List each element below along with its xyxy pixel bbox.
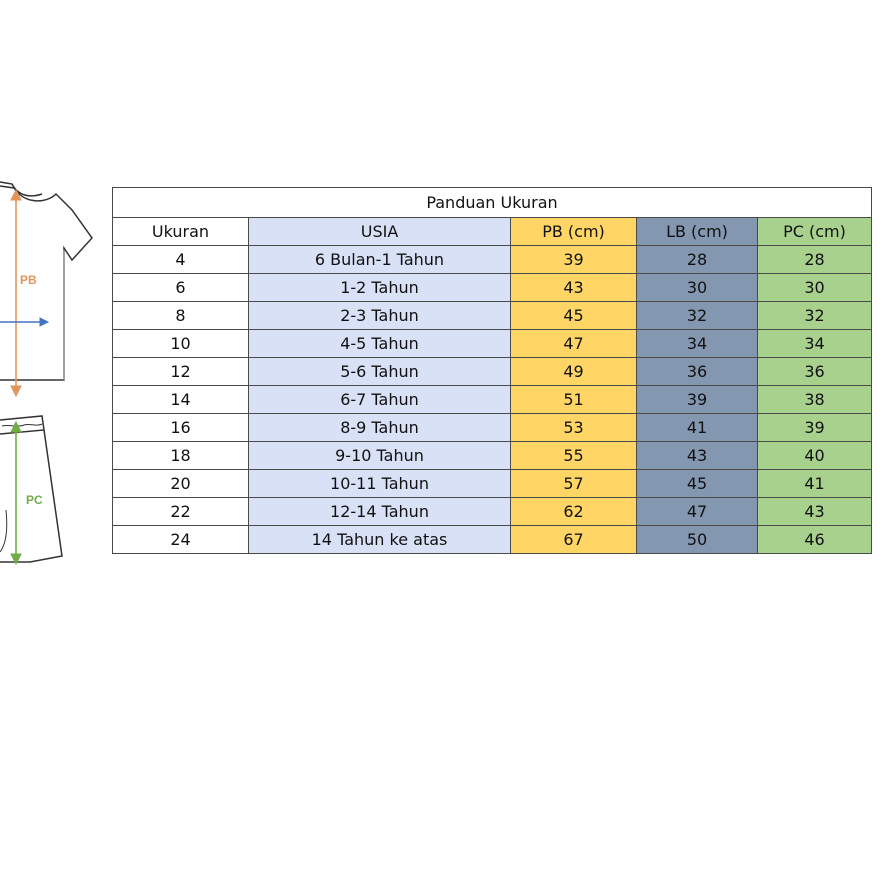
header-row: Ukuran USIA PB (cm) LB (cm) PC (cm) [112,217,872,246]
cell-usia: 2-3 Tahun [248,301,511,330]
header-usia: USIA [248,217,511,246]
cell-pb: 39 [510,245,637,274]
cell-usia: 12-14 Tahun [248,497,511,526]
pc-arrow [10,420,22,566]
cell-lb: 43 [636,441,758,470]
cell-lb: 34 [636,329,758,358]
cell-lb: 30 [636,273,758,302]
cell-lb: 45 [636,469,758,498]
cell-pc: 32 [757,301,872,330]
cell-lb: 41 [636,413,758,442]
size-guide-table: Panduan Ukuran Ukuran USIA PB (cm) LB (c… [112,187,872,554]
cell-pb: 67 [510,525,637,554]
pc-label: PC [26,493,43,507]
cell-pc: 36 [757,357,872,386]
header-pc: PC (cm) [757,217,872,246]
cell-pc: 38 [757,385,872,414]
cell-usia: 14 Tahun ke atas [248,525,511,554]
cell-pb: 57 [510,469,637,498]
cell-ukuran: 16 [112,413,249,442]
cell-pb: 55 [510,441,637,470]
cell-lb: 47 [636,497,758,526]
cell-ukuran: 18 [112,441,249,470]
cell-pb: 62 [510,497,637,526]
cell-pb: 53 [510,413,637,442]
cell-ukuran: 10 [112,329,249,358]
header-pb: PB (cm) [510,217,637,246]
cell-pc: 46 [757,525,872,554]
cell-ukuran: 24 [112,525,249,554]
cell-ukuran: 22 [112,497,249,526]
cell-ukuran: 6 [112,273,249,302]
cell-usia: 8-9 Tahun [248,413,511,442]
cell-usia: 9-10 Tahun [248,441,511,470]
cell-usia: 1-2 Tahun [248,273,511,302]
cell-usia: 10-11 Tahun [248,469,511,498]
pb-label: PB [20,273,37,287]
size-illustration: PB PC [0,181,93,566]
cell-ukuran: 20 [112,469,249,498]
cell-lb: 39 [636,385,758,414]
cell-usia: 6-7 Tahun [248,385,511,414]
cell-usia: 6 Bulan-1 Tahun [248,245,511,274]
cell-usia: 5-6 Tahun [248,357,511,386]
cell-lb: 32 [636,301,758,330]
cell-pc: 34 [757,329,872,358]
header-lb: LB (cm) [636,217,758,246]
cell-ukuran: 12 [112,357,249,386]
cell-pc: 41 [757,469,872,498]
cell-pc: 40 [757,441,872,470]
cell-ukuran: 14 [112,385,249,414]
cell-pb: 49 [510,357,637,386]
lb-arrow [0,317,50,327]
cell-lb: 28 [636,245,758,274]
pb-arrow [10,188,22,398]
cell-lb: 36 [636,357,758,386]
cell-pb: 47 [510,329,637,358]
cell-lb: 50 [636,525,758,554]
shorts-drawing [0,415,63,563]
cell-pb: 45 [510,301,637,330]
cell-pb: 43 [510,273,637,302]
tshirt-drawing [0,181,93,381]
cell-pc: 30 [757,273,872,302]
cell-pc: 43 [757,497,872,526]
cell-usia: 4-5 Tahun [248,329,511,358]
cell-pc: 39 [757,413,872,442]
cell-pc: 28 [757,245,872,274]
cell-ukuran: 8 [112,301,249,330]
cell-pb: 51 [510,385,637,414]
table-title: Panduan Ukuran [112,187,872,217]
header-ukuran: Ukuran [112,217,249,246]
cell-ukuran: 4 [112,245,249,274]
